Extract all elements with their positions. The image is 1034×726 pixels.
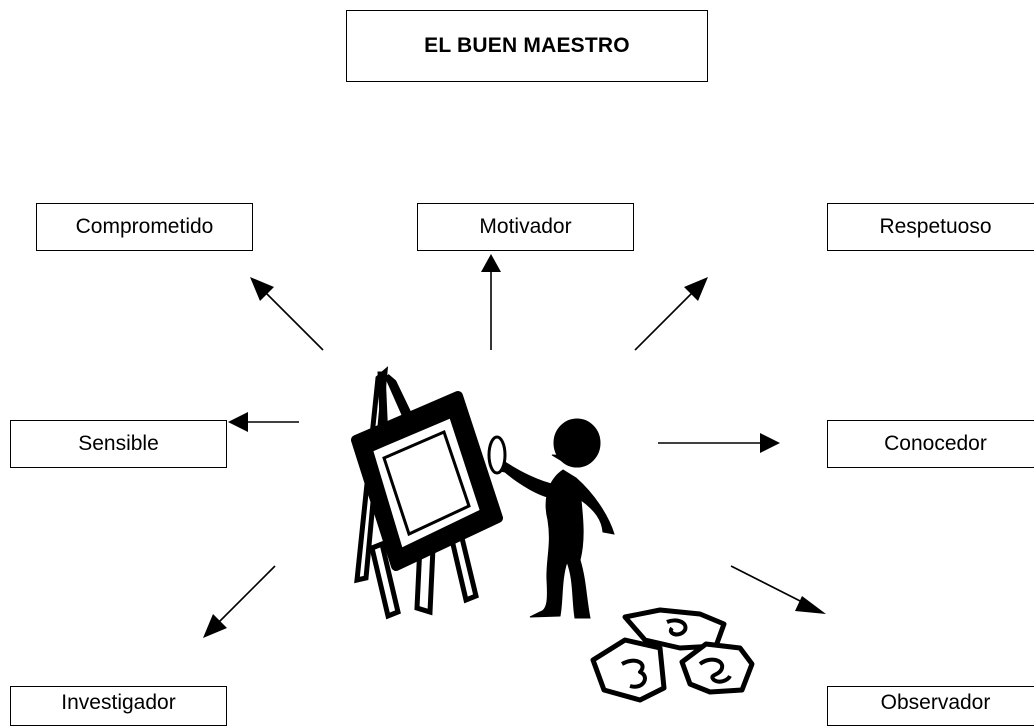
- node-motivador: Motivador: [417, 203, 634, 251]
- diagram-title: EL BUEN MAESTRO: [346, 10, 708, 82]
- papers-on-floor-icon: [590, 607, 755, 703]
- arrow-to-investigador: [203, 565, 276, 638]
- arrow-to-motivador: [481, 254, 501, 350]
- node-comprometido: Comprometido: [36, 203, 253, 251]
- teacher-figure-icon: [487, 418, 615, 619]
- node-respetuoso: Respetuoso: [827, 203, 1034, 251]
- teacher-easel-illustration: [351, 366, 755, 703]
- node-observador: Observador: [827, 686, 1034, 726]
- diagram-canvas: .arrow { stroke:#000; stroke-width:1.6; …: [203, 254, 826, 703]
- node-investigador: Investigador: [10, 686, 227, 726]
- node-conocedor: Conocedor: [827, 420, 1034, 468]
- arrow-to-observador: [730, 565, 826, 614]
- painting-frame-icon: [351, 391, 503, 571]
- arrow-to-respetuoso: [634, 277, 708, 351]
- arrow-to-sensible: [228, 412, 299, 432]
- node-sensible: Sensible: [10, 420, 227, 468]
- arrow-to-comprometido: [250, 277, 324, 351]
- arrow-to-conocedor: [658, 433, 780, 453]
